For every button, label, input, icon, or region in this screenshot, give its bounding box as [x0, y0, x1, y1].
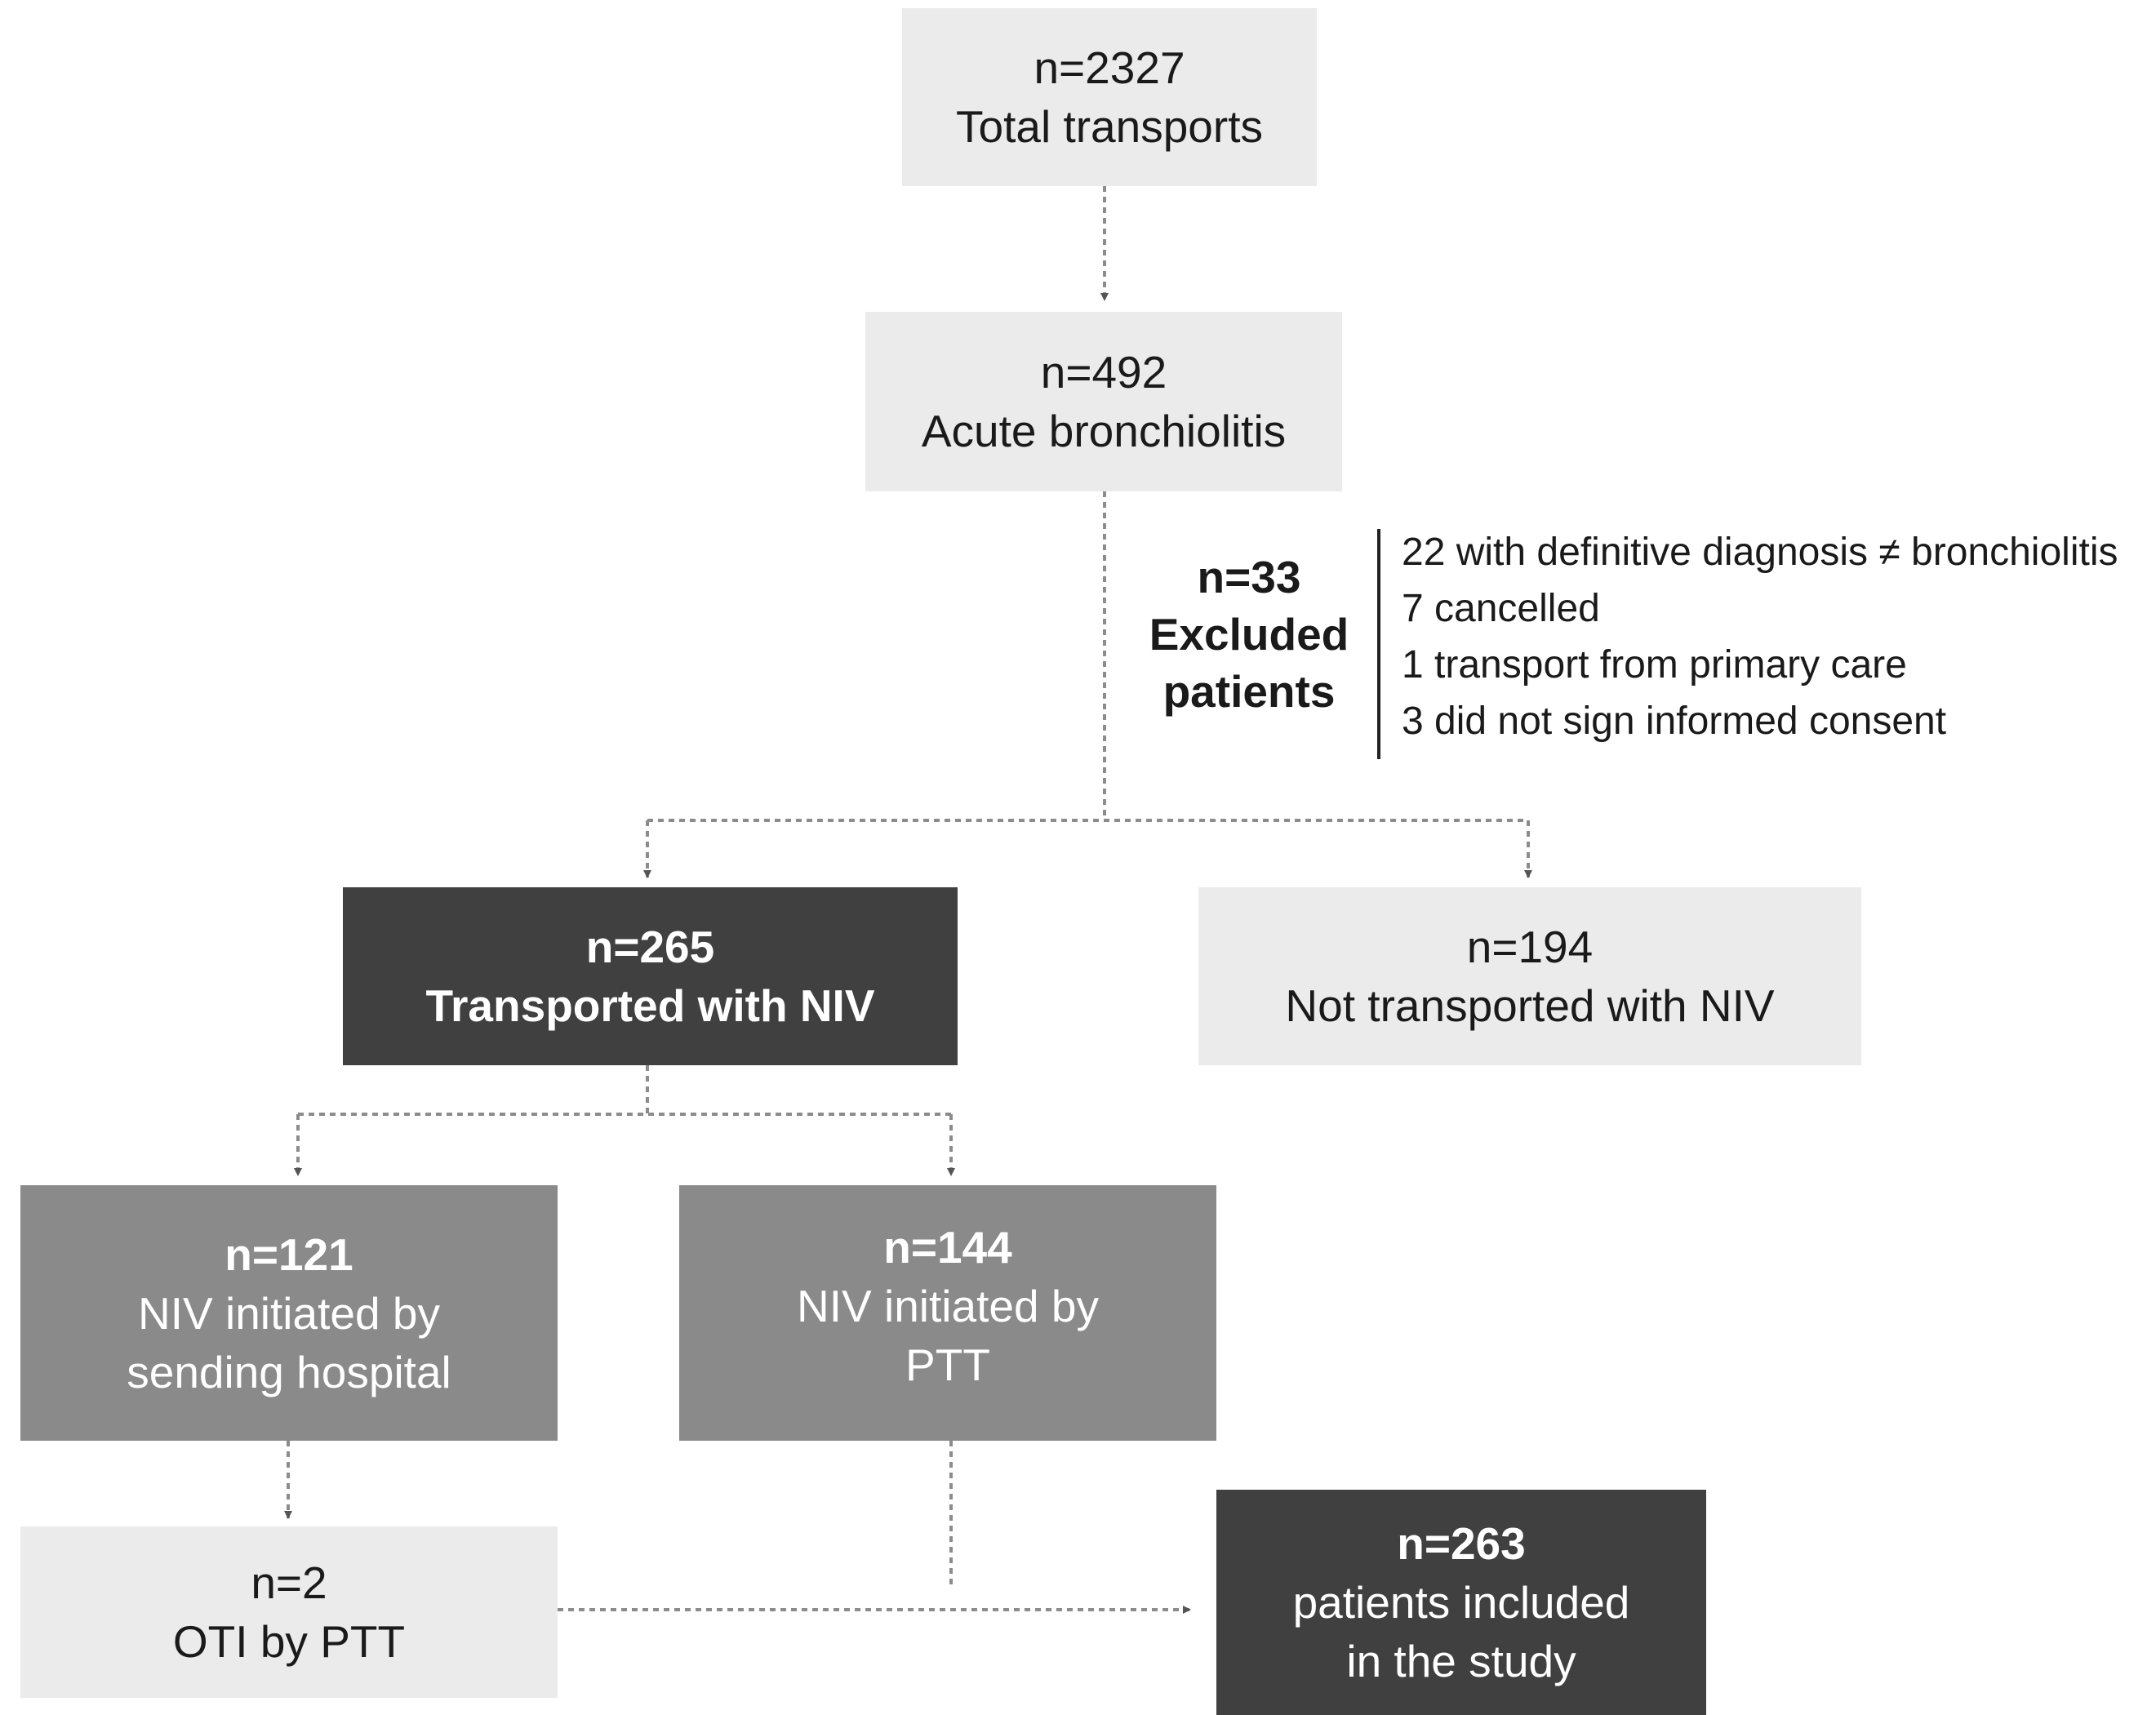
- transported-with-niv-box: n=265 Transported with NIV: [343, 887, 958, 1065]
- niv-count: n=265: [585, 922, 715, 972]
- excluded-reason: 3 did not sign informed consent: [1402, 700, 1947, 743]
- excluded-count: n=33: [1197, 552, 1301, 602]
- ptt-label-line1: NIV initiated by: [797, 1281, 1099, 1331]
- excluded-reason: 1 transport from primary care: [1402, 643, 1907, 686]
- excluded-reason: 7 cancelled: [1402, 587, 1600, 630]
- acute-bronchiolitis-box: n=492 Acute bronchiolitis: [865, 312, 1342, 491]
- included-count: n=263: [1397, 1518, 1526, 1569]
- total-count: n=2327: [1034, 42, 1185, 93]
- excluded-label-line1: Excluded: [1149, 609, 1349, 660]
- not-niv-label: Not transported with NIV: [1285, 980, 1775, 1031]
- oti-by-ptt-box: n=2 OTI by PTT: [20, 1526, 558, 1698]
- total-label: Total transports: [955, 101, 1263, 152]
- niv-ptt-box: n=144 NIV initiated by PTT: [679, 1185, 1216, 1441]
- oti-count: n=2: [251, 1557, 327, 1608]
- excluded-label-line2: patients: [1162, 666, 1336, 717]
- ptt-label-line2: PTT: [905, 1340, 990, 1390]
- included-label-line2: in the study: [1346, 1636, 1576, 1686]
- excluded-patients-label: n=33 Excluded patients: [1139, 549, 1359, 720]
- niv-label: Transported with NIV: [425, 980, 875, 1031]
- excluded-reason: 22 with definitive diagnosis ≠ bronchiol…: [1402, 531, 2118, 574]
- sending-label-line1: NIV initiated by: [138, 1287, 440, 1339]
- oti-label: OTI by PTT: [172, 1616, 406, 1667]
- acute-label: Acute bronchiolitis: [921, 406, 1287, 456]
- sending-count: n=121: [224, 1228, 353, 1280]
- not-niv-count: n=194: [1466, 922, 1594, 972]
- excluded-divider: [1377, 529, 1380, 759]
- sending-label-line2: sending hospital: [127, 1346, 451, 1397]
- included-label-line1: patients included: [1292, 1577, 1630, 1628]
- not-transported-with-niv-box: n=194 Not transported with NIV: [1198, 887, 1861, 1065]
- patients-included-box: n=263 patients included in the study: [1216, 1490, 1706, 1715]
- ptt-count: n=144: [883, 1222, 1012, 1273]
- excluded-reasons-list: 22 with definitive diagnosis ≠ bronchiol…: [1402, 524, 2118, 749]
- niv-sending-hospital-box: n=121 NIV initiated by sending hospital: [20, 1185, 558, 1441]
- total-transports-box: n=2327 Total transports: [902, 8, 1317, 186]
- acute-count: n=492: [1040, 347, 1167, 398]
